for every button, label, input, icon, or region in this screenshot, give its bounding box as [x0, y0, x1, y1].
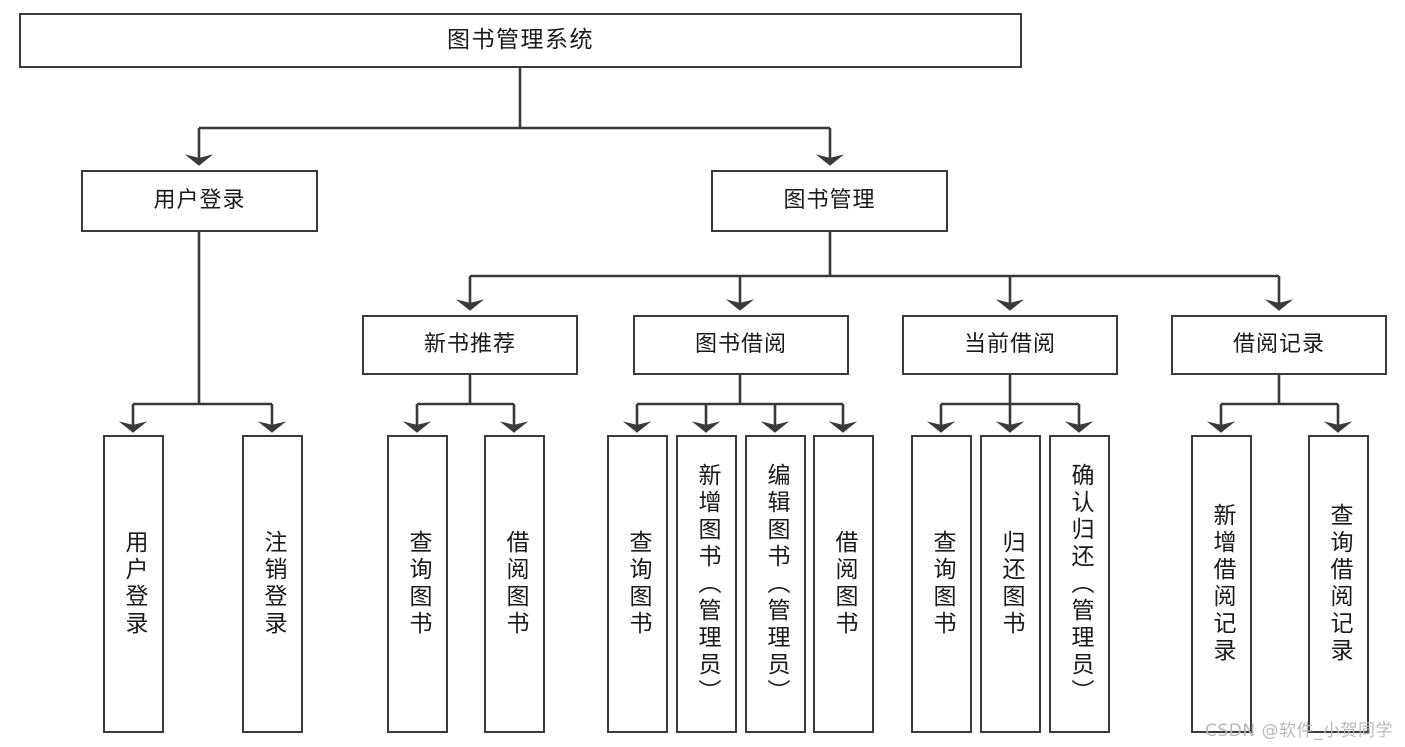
- node-label: 新增借阅记录: [1209, 503, 1235, 665]
- leaf-borrow-add-book-admin[interactable]: 新增图书（管理员）: [676, 435, 737, 733]
- node-label: 图书借阅: [694, 331, 787, 357]
- leaf-user-login-logout[interactable]: 注销登录: [242, 435, 303, 733]
- node-label: 图书管理: [783, 187, 876, 213]
- leaf-new-book-query-book[interactable]: 查询图书: [387, 435, 448, 733]
- node-label: 查询图书: [625, 530, 651, 638]
- leaf-record-query-borrow-record[interactable]: 查询借阅记录: [1308, 435, 1369, 733]
- node-label: 用户登录: [153, 187, 246, 213]
- node-label: 当前借阅: [963, 331, 1056, 357]
- node-label: 确认归还（管理员）: [1067, 462, 1093, 706]
- node-label: 注销登录: [260, 530, 286, 638]
- node-label: 借阅记录: [1232, 331, 1325, 357]
- node-book-borrowing[interactable]: 图书借阅: [633, 315, 849, 375]
- node-label: 查询图书: [929, 530, 955, 638]
- node-book-management-system[interactable]: 图书管理系统: [19, 13, 1022, 68]
- node-label: 查询借阅记录: [1326, 503, 1352, 665]
- node-label: 借阅图书: [831, 530, 857, 638]
- node-label: 借阅图书: [502, 530, 528, 638]
- leaf-new-book-borrow-book[interactable]: 借阅图书: [484, 435, 545, 733]
- node-label: 图书管理系统: [447, 26, 594, 53]
- leaf-current-query-book[interactable]: 查询图书: [911, 435, 972, 733]
- node-borrowing-record[interactable]: 借阅记录: [1171, 315, 1387, 375]
- node-current-borrowing[interactable]: 当前借阅: [902, 315, 1118, 375]
- leaf-current-confirm-return-admin[interactable]: 确认归还（管理员）: [1049, 435, 1110, 733]
- node-label: 新书推荐: [423, 331, 516, 357]
- node-new-book-recommendation[interactable]: 新书推荐: [362, 315, 578, 375]
- leaf-borrow-borrow-book[interactable]: 借阅图书: [813, 435, 874, 733]
- node-label: 归还图书: [998, 530, 1024, 638]
- node-label: 查询图书: [405, 530, 431, 638]
- leaf-borrow-query-book[interactable]: 查询图书: [607, 435, 668, 733]
- node-label: 用户登录: [121, 530, 147, 638]
- leaf-user-login-signin[interactable]: 用户登录: [103, 435, 164, 733]
- node-user-login[interactable]: 用户登录: [81, 170, 318, 232]
- leaf-current-return-book[interactable]: 归还图书: [980, 435, 1041, 733]
- node-book-management[interactable]: 图书管理: [711, 170, 948, 232]
- node-label: 新增图书（管理员）: [694, 462, 720, 706]
- leaf-borrow-edit-book-admin[interactable]: 编辑图书（管理员）: [745, 435, 806, 733]
- leaf-record-add-borrow-record[interactable]: 新增借阅记录: [1191, 435, 1252, 733]
- node-label: 编辑图书（管理员）: [763, 462, 789, 706]
